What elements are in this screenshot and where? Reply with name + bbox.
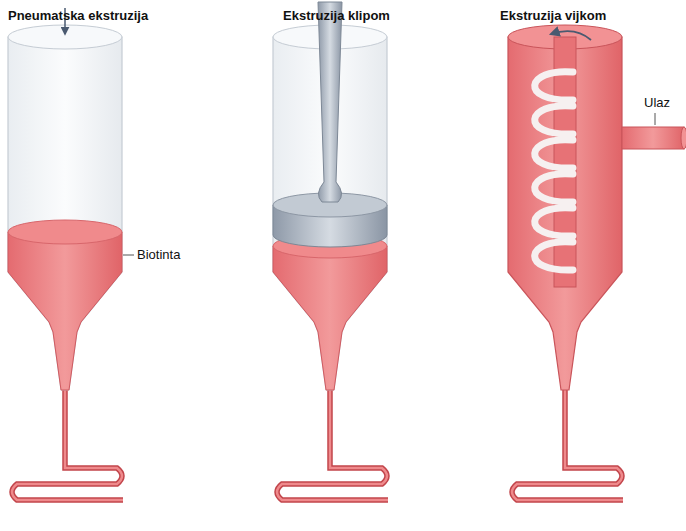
extruder	[8, 25, 123, 500]
extruder	[508, 25, 686, 500]
panel-heading: Ekstruzija vijkom	[500, 8, 606, 23]
part-label: Ulaz	[644, 95, 670, 110]
panel-heading: Ekstruzija klipom	[283, 8, 390, 23]
part-label: Biotinta	[137, 247, 180, 262]
panel-heading: Pneumatska ekstruzija	[8, 8, 148, 23]
extruder	[273, 2, 388, 500]
